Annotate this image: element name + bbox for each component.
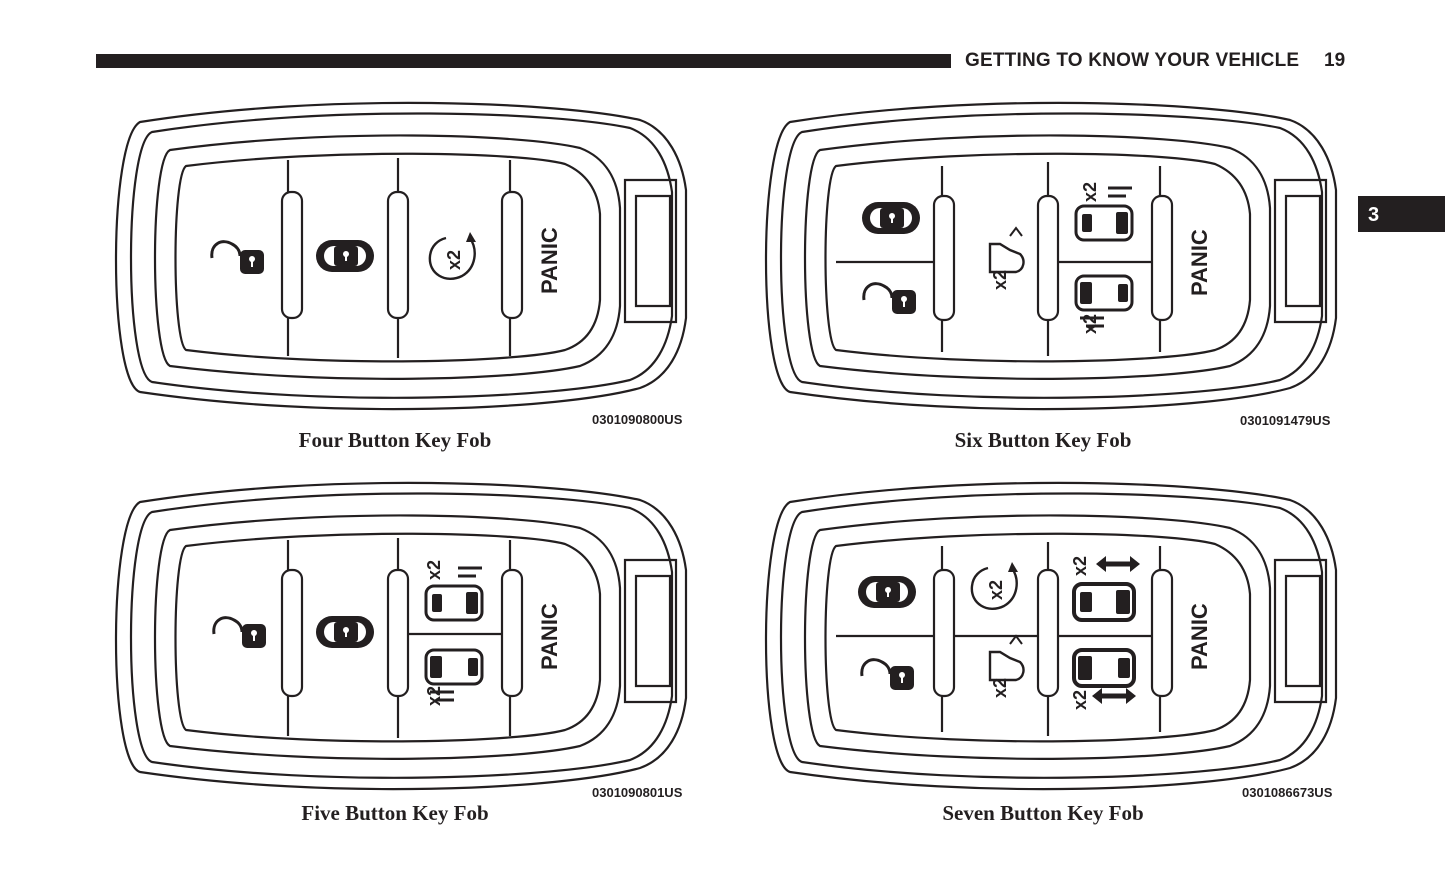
- right-door-x2-label: x2: [1080, 182, 1100, 202]
- unlock-icon: [212, 616, 266, 648]
- panic-label: PANIC: [537, 603, 562, 670]
- seven-button-key-fob: x2 x2 x2 x2 PANIC: [764, 481, 1338, 791]
- liftgate-icon: x2: [988, 226, 1025, 290]
- panic-label: PANIC: [537, 227, 562, 294]
- lock-icon: [862, 202, 920, 234]
- chapter-tab: 3: [1358, 196, 1445, 232]
- figure-caption: Four Button Key Fob: [298, 428, 492, 452]
- unlock-icon: [862, 282, 916, 314]
- section-title: GETTING TO KNOW YOUR VEHICLE: [965, 50, 1300, 71]
- left-sliding-door-icon: x2: [1074, 274, 1134, 334]
- remote-start-icon: x2: [428, 232, 476, 280]
- liftgate-x2-label: x2: [990, 270, 1010, 290]
- figure-caption: Seven Button Key Fob: [942, 801, 1144, 825]
- figure-code: 0301086673US: [1242, 785, 1333, 800]
- remote-start-icon: x2: [970, 562, 1018, 610]
- left-door-x2-label: x2: [1070, 690, 1090, 710]
- lock-icon: [316, 616, 374, 648]
- left-door-x2-label: x2: [1080, 314, 1100, 334]
- panic-label: PANIC: [1187, 229, 1212, 296]
- five-button-key-fob-figure: x2 x2 PANIC 0301090801US Five Button Key…: [0, 380, 720, 850]
- figure-caption: Five Button Key Fob: [301, 801, 489, 825]
- lock-icon: [858, 576, 916, 608]
- page-number: 19: [1324, 50, 1346, 71]
- figure-caption: Six Button Key Fob: [954, 428, 1132, 452]
- liftgate-x2-label: x2: [990, 678, 1010, 698]
- liftgate-icon: x2: [988, 634, 1025, 698]
- right-door-x2-label: x2: [424, 560, 444, 580]
- left-sliding-door-icon: x2: [424, 648, 484, 706]
- figure-code: 0301090801US: [592, 785, 683, 800]
- right-sliding-door-icon: x2: [424, 560, 484, 622]
- four-button-key-fob-figure: x2 PANIC 0301090800US Four Button Key Fo…: [0, 0, 720, 460]
- seven-button-key-fob-figure: x2 x2 x2 x2 PANIC 0301086673US Seven But…: [650, 380, 1370, 850]
- right-sliding-door-icon: x2: [1074, 182, 1134, 242]
- header-rule: [96, 54, 951, 68]
- right-door-x2-label: x2: [1070, 556, 1090, 576]
- left-door-x2-label: x2: [424, 686, 444, 706]
- right-sliding-door-icon: x2: [1070, 556, 1140, 622]
- five-button-key-fob: x2 x2 PANIC: [114, 481, 688, 791]
- figure-code: 0301090800US: [592, 412, 683, 427]
- panic-label: PANIC: [1187, 603, 1212, 670]
- remote-start-x2-label: x2: [986, 580, 1006, 600]
- six-button-key-fob-figure: x2 x2 x2 PANIC 0301091479US Six Button K…: [650, 0, 1370, 460]
- left-sliding-door-icon: x2: [1070, 648, 1136, 710]
- six-button-key-fob: x2 x2 x2 PANIC: [764, 101, 1338, 411]
- unlock-icon: [210, 240, 264, 274]
- remote-start-x2-label: x2: [444, 250, 464, 270]
- four-button-key-fob: x2 PANIC: [114, 101, 688, 411]
- unlock-icon: [860, 658, 914, 690]
- lock-icon: [316, 240, 374, 272]
- figure-code: 0301091479US: [1240, 413, 1331, 428]
